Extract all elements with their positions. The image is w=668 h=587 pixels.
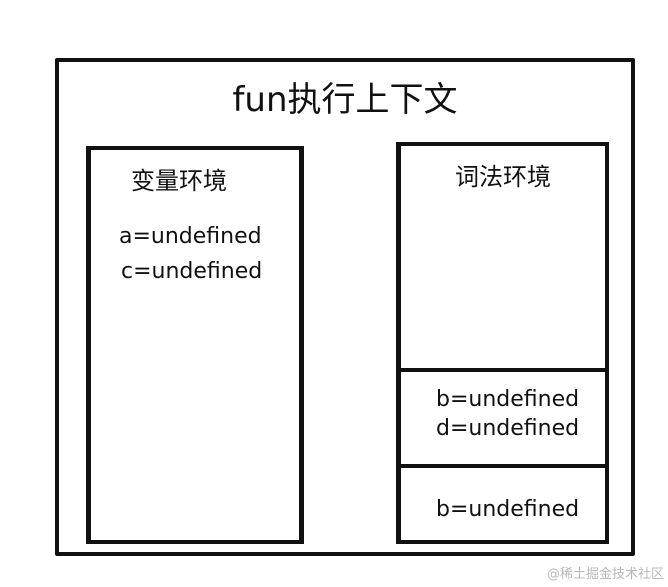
variable-entry-a: a=undefined: [119, 224, 262, 249]
execution-context-title: fun执行上下文: [232, 80, 458, 120]
watermark-text: @稀土掘金技术社区: [546, 567, 664, 582]
lexical-block-1-entry-d: d=undefined: [436, 416, 580, 441]
lexical-block-2-entry-b: b=undefined: [436, 497, 580, 522]
lexical-block-divider-bottom: [401, 464, 605, 468]
lexical-block-divider-top: [401, 368, 605, 372]
variable-environment-box: 变量环境 a=undefined c=undefined: [86, 146, 304, 544]
execution-context-box: fun执行上下文: [55, 58, 635, 556]
lexical-block-1-entry-b: b=undefined: [436, 387, 580, 412]
lexical-environment-label: 词法环境: [455, 163, 551, 191]
variable-environment-label: 变量环境: [131, 167, 227, 195]
variable-entry-c: c=undefined: [121, 259, 263, 284]
lexical-environment-box: 词法环境 b=undefined d=undefined b=undefined: [396, 142, 609, 544]
